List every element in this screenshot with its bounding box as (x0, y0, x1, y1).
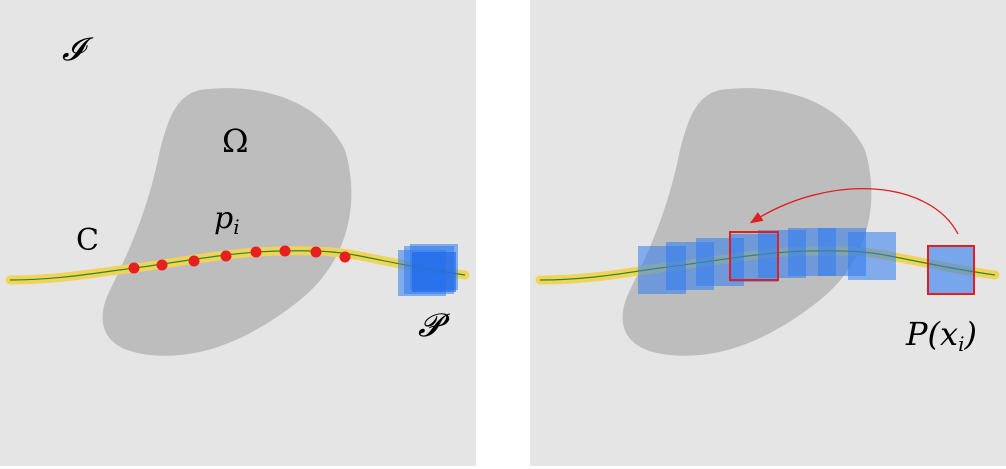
match-arrow (749, 188, 959, 235)
curve-label: C (76, 223, 99, 258)
patch (412, 252, 456, 292)
left-panel: 𝓘 Ω C pi 𝓟 (0, 0, 476, 466)
point-label-base: p (214, 201, 233, 236)
point (339, 251, 351, 263)
right-diagram: P(xi) (530, 0, 1006, 466)
point (250, 246, 262, 258)
curve-points (128, 245, 351, 274)
point (220, 250, 232, 262)
region-omega (102, 88, 352, 356)
source-patch (927, 245, 975, 295)
point (310, 246, 322, 258)
point-label-sub: i (233, 215, 239, 239)
patch (848, 232, 896, 280)
patch-fn: P( (905, 315, 942, 353)
patch-function-label: P(xi) (905, 315, 977, 356)
curve-line (9, 250, 466, 281)
point (279, 245, 291, 257)
left-diagram: 𝓘 Ω C pi 𝓟 (0, 0, 476, 466)
right-panel: P(xi) (530, 0, 1006, 466)
point-label: pi (214, 201, 240, 239)
selected-patch (729, 231, 779, 281)
patch-close: ) (963, 315, 976, 353)
point (188, 255, 200, 267)
point (128, 262, 140, 274)
region-label: Ω (222, 122, 249, 160)
patch-var: x (940, 315, 958, 353)
patch-stack (398, 244, 458, 296)
patch-sub: i (958, 332, 964, 356)
patch-sequence (638, 228, 896, 294)
point (156, 259, 168, 271)
